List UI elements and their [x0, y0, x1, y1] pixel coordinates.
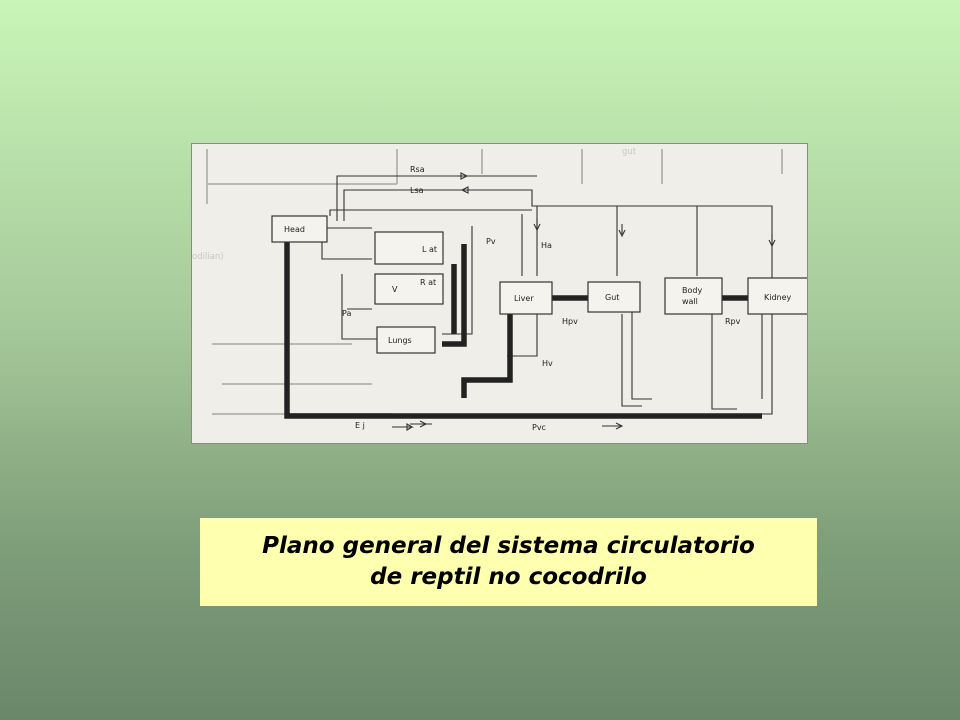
gut-box	[587, 281, 641, 313]
hv-label: Hv	[542, 359, 553, 368]
head-label: Head	[284, 225, 305, 234]
ha-label: Ha	[541, 241, 552, 250]
ej-label: E j	[355, 421, 365, 430]
liver-box	[499, 281, 553, 315]
bleed-through-lines	[206, 149, 783, 415]
kidney-arrow	[768, 234, 776, 248]
left-atrium-label: L at	[422, 245, 437, 254]
gut-arrow	[618, 224, 626, 238]
head-link-line	[329, 209, 532, 216]
lungs-label: Lungs	[388, 336, 412, 345]
caption-line-1: Plano general del sistema circulatorio	[262, 533, 755, 559]
rsa-vessel	[336, 175, 537, 221]
hpv-label: Hpv	[562, 317, 578, 326]
ventricle-box	[374, 273, 444, 305]
pvc-arrow-2	[602, 422, 624, 430]
background-top-text: gut	[622, 147, 637, 157]
pv-vessel-thick	[442, 244, 467, 347]
pv-label: Pv	[486, 237, 496, 246]
hv-vessel	[461, 314, 513, 398]
rsa-arrow	[460, 172, 469, 180]
liver-drain-line	[507, 314, 538, 357]
circulatory-diagram: odilian) gut Head L at	[191, 143, 808, 444]
body-wall-box	[664, 277, 723, 315]
ej-arrow	[392, 423, 414, 431]
atria-box	[374, 231, 444, 265]
pvc-arrow-1	[410, 420, 432, 428]
head-return-line	[321, 240, 372, 260]
gut-label: Gut	[605, 293, 619, 302]
body-wall-label-2: wall	[682, 297, 698, 306]
pa-vessel	[341, 274, 377, 340]
caption-box: Plano general del sistema circulatorio d…	[200, 518, 817, 606]
gut-drain-lines	[621, 304, 652, 407]
head-box	[271, 215, 328, 243]
ha-arrow	[533, 218, 541, 232]
pvc-vessel	[284, 240, 762, 419]
caption-line-2: de reptil no cocodrilo	[370, 564, 647, 590]
lsa-label: Lsa	[410, 186, 424, 195]
pv-vessel-thin	[442, 226, 473, 335]
lungs-box	[376, 326, 436, 354]
lsa-vessel	[343, 189, 773, 415]
body-wall-label-1: Body	[682, 286, 702, 295]
kidney-drain-lines	[711, 309, 763, 410]
background-fragment-text: odilian)	[192, 252, 224, 262]
lsa-arrow	[460, 186, 469, 194]
diagram-canvas: odilian) gut Head L at	[192, 147, 807, 432]
kidney-label: Kidney	[764, 293, 792, 302]
rpv-label: Rpv	[725, 317, 741, 326]
caption-text: Plano general del sistema circulatorio d…	[262, 531, 755, 593]
kidney-box	[747, 277, 807, 315]
rsa-label: Rsa	[410, 165, 425, 174]
right-atrium-label: R at	[420, 278, 436, 287]
pa-label: Pa	[342, 309, 351, 318]
ventricle-label: V	[392, 285, 398, 294]
liver-label: Liver	[514, 294, 534, 303]
pvc-label: Pvc	[532, 423, 546, 432]
